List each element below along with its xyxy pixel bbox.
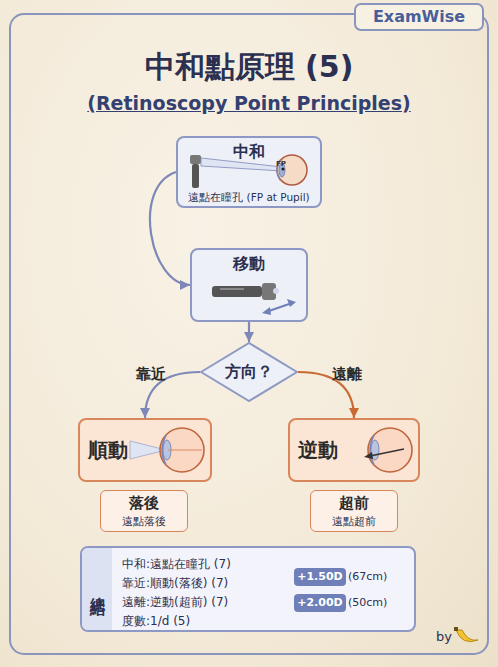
node-text: 遠離:逆動(超前) (7) xyxy=(122,594,228,610)
node-text: 靠近:順動(落後) (7) xyxy=(122,575,228,591)
node-text: 超前 xyxy=(311,494,396,513)
node-text: 逆動 xyxy=(298,438,354,462)
node-text: +2.00D xyxy=(294,594,346,612)
spacer xyxy=(148,115,350,116)
node-text: 方向？ xyxy=(200,362,298,382)
far-point-tag: FP xyxy=(276,160,286,168)
result-box: 逆動 xyxy=(288,418,420,482)
diagram-title: 中和點原理 (5) xyxy=(0,48,498,86)
edge-label: 遠離 xyxy=(332,364,362,384)
node-text: 總結 xyxy=(82,548,112,630)
node-text: 遠點在瞳孔 (FP at Pupil) xyxy=(178,190,320,204)
node-text: +1.50D xyxy=(294,568,346,586)
flow-arrow xyxy=(248,322,250,342)
node-text: 遠點落後 xyxy=(101,514,186,528)
brand-name: ExamWise xyxy=(356,6,482,28)
power-badge: +1.50D xyxy=(294,568,346,586)
banana-icon xyxy=(454,627,478,642)
summary-box: 總結中和:遠點在瞳孔 (7) 靠近:順動(落後) (7) 遠離:逆動(超前) (7)… xyxy=(80,546,416,632)
result-box: 順動 xyxy=(78,418,212,482)
process-box: 移動 xyxy=(190,248,308,322)
meaning-box: 超前遠點超前 xyxy=(310,490,398,532)
node-text: 落後 xyxy=(101,494,186,513)
brand-tab xyxy=(355,4,483,30)
edge-label: 靠近 xyxy=(136,364,166,384)
node-text: 中和 xyxy=(178,142,320,162)
node-text: 中和:遠點在瞳孔 (7) xyxy=(122,556,231,572)
meaning-box: 落後遠點落後 xyxy=(100,490,188,532)
distance-note: (67cm) xyxy=(348,569,387,585)
process-box: 中和遠點在瞳孔 (FP at Pupil) xyxy=(176,136,322,208)
diamond-shape xyxy=(201,343,297,401)
node-text: 移動 xyxy=(192,254,306,274)
node-text: 度數:1/d (5) xyxy=(122,613,190,629)
power-badge: +2.00D xyxy=(294,594,346,612)
distance-note: (50cm) xyxy=(348,595,387,611)
node-text: 順動 xyxy=(88,438,144,462)
node-text: 遠點超前 xyxy=(311,514,396,528)
subtitle: (Retinoscopy Point Principles) xyxy=(0,90,498,116)
decision-diamond: 方向？ xyxy=(200,342,298,402)
credit: by xyxy=(436,629,452,645)
